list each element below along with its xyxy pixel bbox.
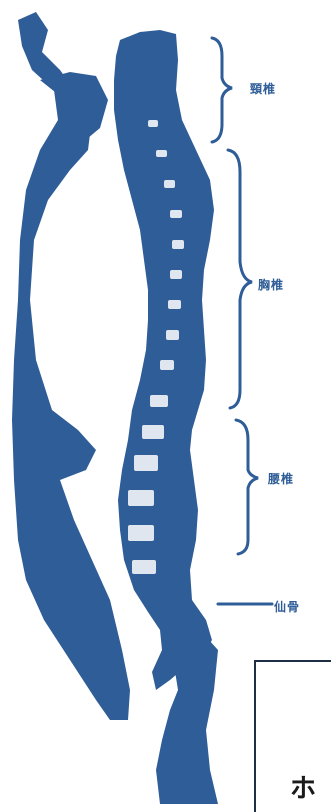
label-sacrum: 仙骨 [274, 598, 300, 615]
back-silhouette [12, 12, 130, 720]
bracket-cervical [212, 38, 232, 142]
label-lumbar: 腰椎 [268, 470, 294, 487]
corner-box-text: ホ [290, 768, 316, 805]
brackets [212, 38, 272, 604]
label-thoracic: 胸椎 [258, 276, 284, 293]
bracket-thoracic [228, 150, 252, 408]
bracket-lumbar [236, 420, 258, 554]
label-cervical: 頸椎 [250, 80, 276, 97]
